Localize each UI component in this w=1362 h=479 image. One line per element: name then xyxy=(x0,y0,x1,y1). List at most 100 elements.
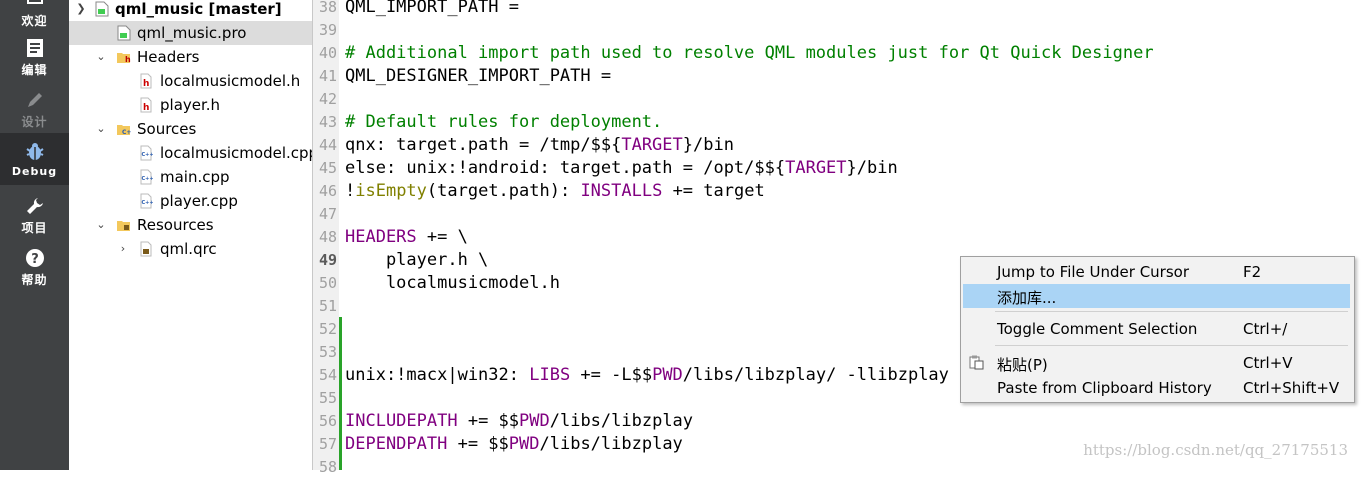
expand-arrow-icon[interactable]: ⌄ xyxy=(96,122,106,135)
tree-item-label: qml_music.pro xyxy=(137,24,247,42)
code-token: qnx: target.path = /tmp/$${ xyxy=(345,135,622,155)
tree-item-file[interactable]: C++ main.cpp xyxy=(69,165,312,189)
tree-item-label: localmusicmodel.h xyxy=(160,72,301,90)
tree-item-label: player.h xyxy=(160,96,221,114)
line-number: 45 xyxy=(318,159,337,177)
code-token: unix:!macx|win32: xyxy=(345,365,530,385)
cpp-file-icon: C++ xyxy=(140,145,153,161)
header-file-icon: h xyxy=(140,73,152,89)
code-token-variable: INCLUDEPATH xyxy=(345,411,458,431)
menu-item-toggle-comment[interactable]: Toggle Comment Selection Ctrl+/ xyxy=(963,317,1350,341)
menu-item-shortcut: Ctrl+V xyxy=(1243,354,1293,372)
svg-text:C++: C++ xyxy=(122,129,131,136)
tree-item-file[interactable]: C++ localmusicmodel.cpp xyxy=(69,141,312,165)
code-line[interactable]: QML_DESIGNER_IMPORT_PATH = xyxy=(345,66,612,86)
code-line[interactable]: INCLUDEPATH += $$PWD/libs/libzplay xyxy=(345,410,693,433)
code-line-comment[interactable]: # Default rules for deployment. xyxy=(345,112,663,132)
code-line-comment[interactable]: # Additional import path used to resolve… xyxy=(345,43,1154,63)
tree-item-file[interactable]: h player.h xyxy=(69,93,312,117)
code-token-variable: LIBS xyxy=(529,365,571,385)
code-line-current[interactable]: player.h \ xyxy=(345,250,489,270)
edit-icon xyxy=(26,39,43,57)
tree-item-sources[interactable]: ⌄ C++ Sources xyxy=(69,117,312,141)
collapse-arrow-icon[interactable]: › xyxy=(120,242,126,255)
menu-item-jump-to-file[interactable]: Jump to File Under Cursor F2 xyxy=(963,260,1350,284)
code-line[interactable]: qnx: target.path = /tmp/$${TARGET}/bin xyxy=(345,134,734,157)
mode-welcome[interactable]: 欢迎 xyxy=(0,0,69,40)
code-line[interactable]: !isEmpty(target.path): INSTALLS += targe… xyxy=(345,180,765,203)
mode-help[interactable]: ? 帮助 xyxy=(0,247,69,299)
line-number: 53 xyxy=(318,343,337,361)
tree-item-pro[interactable]: qml_music.pro xyxy=(69,21,312,45)
expand-arrow-icon[interactable]: ⌄ xyxy=(96,50,106,63)
tree-item-label: qml.qrc xyxy=(160,240,217,258)
menu-item-label: Paste from Clipboard History xyxy=(997,379,1212,397)
line-number: 42 xyxy=(318,90,337,108)
svg-text:h: h xyxy=(143,103,149,113)
tree-item-file[interactable]: h localmusicmodel.h xyxy=(69,69,312,93)
debug-bug-icon xyxy=(25,143,44,160)
mode-label: 欢迎 xyxy=(21,14,48,28)
line-number: 44 xyxy=(318,136,337,154)
tree-item-root[interactable]: ❯ qml_music [master] xyxy=(69,0,312,21)
watermark: https://blog.csdn.net/qq_27175513 xyxy=(1083,441,1348,459)
code-token-variable: HEADERS xyxy=(345,227,417,247)
mode-debug[interactable]: Debug xyxy=(0,133,69,185)
code-token: }/bin xyxy=(846,158,898,178)
line-number: 52 xyxy=(318,320,337,338)
code-line[interactable]: localmusicmodel.h xyxy=(345,273,560,293)
line-number: 39 xyxy=(318,21,337,39)
menu-item-paste-history[interactable]: Paste from Clipboard History Ctrl+Shift+… xyxy=(963,376,1350,400)
tree-root-label: qml_music [master] xyxy=(115,0,282,18)
project-wrench-icon xyxy=(26,198,43,214)
code-line[interactable]: else: unix:!android: target.path = /opt/… xyxy=(345,157,898,180)
context-menu: Jump to File Under Cursor F2 添加库... Togg… xyxy=(960,256,1355,403)
mode-label: 编辑 xyxy=(21,63,48,77)
menu-item-paste[interactable]: 粘贴(P) Ctrl+V xyxy=(963,351,1350,375)
mode-projects[interactable]: 项目 xyxy=(0,195,69,247)
code-line[interactable]: QML_IMPORT_PATH = xyxy=(345,0,519,17)
cpp-file-icon: C++ xyxy=(140,193,154,209)
line-number: 48 xyxy=(318,228,337,246)
paste-icon xyxy=(969,355,984,370)
line-number-gutter xyxy=(313,0,339,470)
code-token: }/bin xyxy=(682,135,734,155)
menu-separator xyxy=(995,311,1348,312)
expand-arrow-icon[interactable]: ⌄ xyxy=(96,218,106,231)
cpp-file-icon: C++ xyxy=(140,169,153,185)
svg-text:C++: C++ xyxy=(142,200,154,206)
line-number: 50 xyxy=(318,274,337,292)
code-line[interactable]: HEADERS += \ xyxy=(345,226,468,249)
pro-file-icon xyxy=(117,25,131,41)
tree-item-qrc[interactable]: › qml.qrc xyxy=(69,237,312,261)
code-token: (target.path): xyxy=(426,181,581,201)
tree-item-file[interactable]: C++ player.cpp xyxy=(69,189,312,213)
project-tree: ❯ qml_music [master] qml_music.pro ⌄ h H… xyxy=(69,0,313,470)
code-line[interactable]: DEPENDPATH += $$PWD/libs/libzplay xyxy=(345,433,683,456)
menu-item-add-library[interactable]: 添加库... xyxy=(963,284,1350,308)
mode-edit[interactable]: 编辑 xyxy=(0,37,69,89)
tree-item-resources[interactable]: ⌄ Resources xyxy=(69,213,312,237)
line-number: 56 xyxy=(318,412,337,430)
tree-item-label: player.cpp xyxy=(160,192,238,210)
tree-item-label: Headers xyxy=(137,48,200,66)
menu-item-shortcut: F2 xyxy=(1243,263,1262,281)
line-number: 38 xyxy=(318,0,337,16)
tree-item-headers[interactable]: ⌄ h Headers xyxy=(69,45,312,69)
menu-item-shortcut: Ctrl+/ xyxy=(1243,320,1288,338)
code-token-variable: INSTALLS xyxy=(580,181,663,201)
expand-arrow-icon[interactable]: ❯ xyxy=(76,2,86,15)
line-number: 58 xyxy=(318,458,337,476)
code-token-variable: PWD xyxy=(652,365,683,385)
tree-item-label: Sources xyxy=(137,120,197,138)
menu-item-label: Jump to File Under Cursor xyxy=(997,263,1190,281)
help-icon: ? xyxy=(25,249,44,267)
code-token-function: isEmpty xyxy=(355,181,427,201)
code-token: += $$ xyxy=(447,434,509,454)
code-token: += -L$$ xyxy=(570,365,653,385)
mode-design[interactable]: 设计 xyxy=(0,89,69,141)
qrc-file-icon xyxy=(140,241,152,257)
menu-item-shortcut: Ctrl+Shift+V xyxy=(1243,379,1340,397)
code-line[interactable]: unix:!macx|win32: LIBS += -L$$PWD/libs/l… xyxy=(345,364,949,387)
qt-project-icon xyxy=(95,1,109,17)
